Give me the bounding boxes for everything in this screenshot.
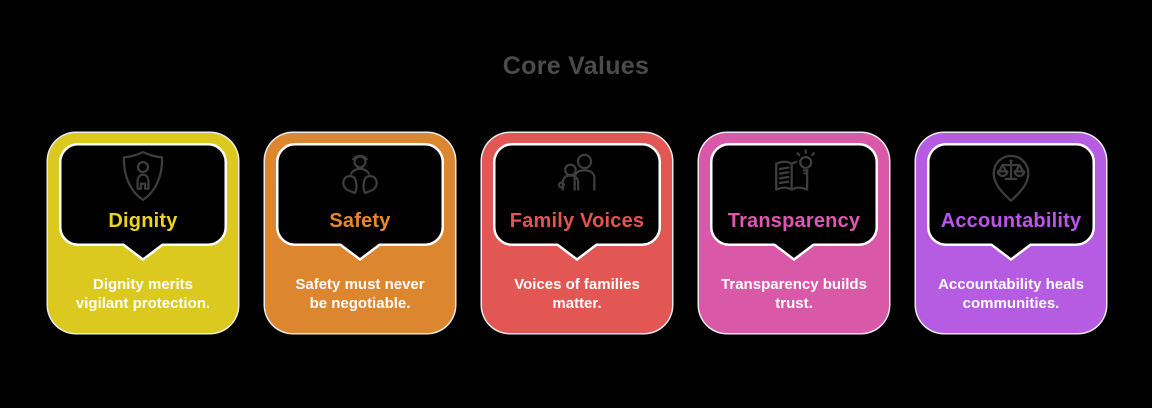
card-description: Dignity merits vigilant protection. — [75, 276, 211, 312]
card-description: Transparency builds trust. — [721, 276, 867, 312]
value-card-family-voices: Family Voices Voices of families matter. — [482, 133, 672, 333]
card-title: Safety — [329, 210, 391, 232]
bubble-content: Dignity — [59, 143, 227, 233]
speech-bubble-shape — [493, 143, 661, 261]
family-icon — [557, 153, 596, 191]
value-cards-row: Dignity Dignity merits vigilant protecti… — [48, 133, 1106, 333]
bubble-content: Family Voices — [493, 143, 661, 233]
speech-bubble-shape — [59, 143, 227, 261]
value-card-dignity: Dignity Dignity merits vigilant protecti… — [48, 133, 238, 333]
card-title: Family Voices — [509, 210, 645, 232]
open-book-bulb-icon — [775, 149, 815, 191]
card-title: Dignity — [108, 210, 178, 232]
card-title: Accountability — [940, 210, 1082, 232]
value-card-accountability: Accountability Accountability heals comm… — [916, 133, 1106, 333]
bubble-content: Transparency — [710, 143, 878, 233]
shield-person-icon — [122, 150, 164, 202]
card-bubble: Dignity — [59, 143, 227, 261]
card-bubble: Accountability — [927, 143, 1095, 261]
speech-bubble-shape — [276, 143, 444, 261]
card-bubble: Safety — [276, 143, 444, 261]
value-card-transparency: Transparency Transparency builds trust. — [699, 133, 889, 333]
bubble-content: Accountability — [927, 143, 1095, 233]
card-title: Transparency — [727, 210, 861, 232]
bubble-content: Safety — [276, 143, 444, 233]
page-title: Core Values — [502, 52, 650, 80]
card-bubble: Transparency — [710, 143, 878, 261]
card-bubble: Family Voices — [493, 143, 661, 261]
hands-person-icon — [342, 154, 378, 195]
speech-bubble-shape — [710, 143, 878, 261]
pin-scales-icon — [992, 154, 1030, 202]
card-description: Accountability heals communities. — [938, 276, 1084, 312]
card-description: Safety must never be negotiable. — [295, 276, 425, 312]
value-card-safety: Safety Safety must never be negotiable. — [265, 133, 455, 333]
card-description: Voices of families matter. — [514, 276, 640, 312]
